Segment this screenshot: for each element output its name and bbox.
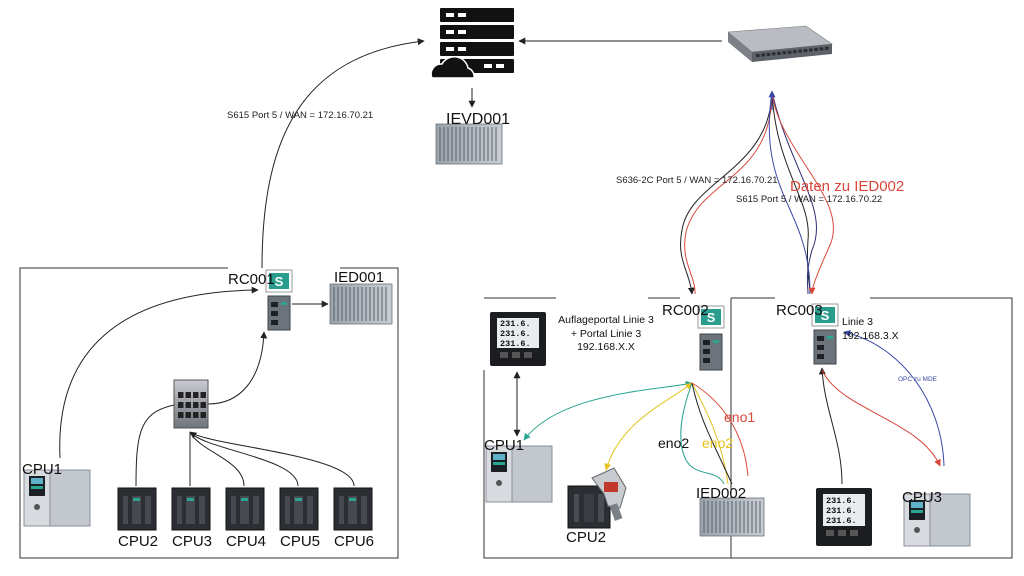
ied002-label: IED002 bbox=[696, 485, 747, 502]
link-cpu5-sw bbox=[189, 431, 299, 487]
power-meter-icon[interactable] bbox=[816, 488, 872, 546]
wan-label-mid: S636-2C Port 5 / WAN = 172.16.70.21 bbox=[616, 175, 778, 186]
link-wan-rc002-red bbox=[684, 91, 773, 295]
rc002-label: RC002 bbox=[662, 302, 709, 319]
plc-icon[interactable] bbox=[23, 469, 91, 527]
plc-icon[interactable] bbox=[485, 445, 553, 503]
cpu1-left-label: CPU1 bbox=[22, 461, 63, 478]
link-cpu1-rc001 bbox=[59, 286, 259, 459]
link-wan-rc003-red bbox=[771, 91, 834, 295]
meter1-row-3: 231.6. bbox=[500, 338, 531, 349]
link-wan-rc003-navy bbox=[771, 91, 817, 295]
link-sw-rc001 bbox=[207, 331, 268, 405]
link-wan-rc003-black bbox=[771, 91, 811, 295]
io-module-icon[interactable] bbox=[279, 487, 319, 531]
link-rc002-cpu2-yellow bbox=[604, 382, 693, 471]
wan-label-right: S615 Port 5 / WAN = 172.16.70.22 bbox=[736, 194, 883, 205]
ievd001-label: IEVD001 bbox=[446, 111, 511, 128]
svg-text:S: S bbox=[707, 310, 716, 325]
io-module-icon[interactable] bbox=[171, 487, 211, 531]
linie-name: Linie 3 bbox=[842, 316, 873, 328]
io-module-icon[interactable] bbox=[333, 487, 373, 531]
industrial-pc-icon[interactable] bbox=[699, 497, 765, 537]
left-zone-frame bbox=[19, 267, 399, 559]
wan-label-left: S615 Port 5 / WAN = 172.16.70.21 bbox=[227, 110, 374, 121]
link-rc003-cpu3-red bbox=[821, 369, 941, 467]
io-module-icon[interactable] bbox=[225, 487, 265, 531]
eno2-black-label: eno2 bbox=[658, 435, 690, 451]
linie-info: Linie 3 192.168.3.X bbox=[842, 316, 906, 343]
scalance-router-icon[interactable]: S bbox=[697, 305, 725, 371]
meter1-row-2: 231.6. bbox=[500, 328, 531, 339]
scalance-router-icon[interactable]: S bbox=[811, 303, 839, 365]
svg-text:S: S bbox=[275, 274, 284, 289]
scalance-router-icon[interactable]: S bbox=[265, 269, 293, 331]
meter2-row-2: 231.6. bbox=[826, 505, 857, 516]
portal-line-2: + Portal Linie 3 bbox=[570, 327, 642, 340]
opc-label: OPC zu MDE bbox=[898, 376, 938, 383]
link-rc002-ied002-yellow bbox=[691, 382, 729, 485]
cpu3-right-label: CPU3 bbox=[902, 489, 943, 506]
io-module-icon[interactable] bbox=[117, 487, 157, 531]
link-wan-rc002-black bbox=[680, 91, 773, 295]
meter1-display: 231.6. 231.6. 231.6. bbox=[500, 319, 531, 349]
cpu2-left-label: CPU2 bbox=[118, 533, 159, 550]
industrial-pc-icon[interactable] bbox=[435, 123, 503, 165]
meter2-display: 231.6. 231.6. 231.6. bbox=[826, 496, 857, 526]
link-cpu2-sw bbox=[135, 401, 181, 487]
cpu2-right-label: CPU2 bbox=[566, 529, 607, 546]
linie-ip: 192.168.3.X bbox=[842, 329, 899, 342]
rack-switch-icon[interactable] bbox=[727, 25, 833, 62]
cpu5-left-label: CPU5 bbox=[280, 533, 321, 550]
power-meter-icon[interactable] bbox=[490, 312, 546, 366]
link-meter2-rc003 bbox=[818, 367, 843, 485]
barcode-scanner-icon[interactable] bbox=[591, 467, 627, 521]
rc001-label: RC001 bbox=[228, 271, 275, 288]
meter1-row-1: 231.6. bbox=[500, 319, 531, 329]
plc-icon[interactable] bbox=[903, 493, 971, 547]
meter2-row-1: 231.6. bbox=[826, 496, 857, 506]
cpu6-left-label: CPU6 bbox=[334, 533, 375, 550]
eno1-label: eno1 bbox=[724, 409, 756, 425]
cpu3-left-label: CPU3 bbox=[172, 533, 213, 550]
link-rc002-ied002-red bbox=[691, 382, 749, 477]
cpu1-right-label: CPU1 bbox=[484, 437, 525, 454]
server-cloud-icon[interactable] bbox=[430, 8, 514, 79]
link-rc002-ied002-teal bbox=[680, 382, 725, 485]
portal-info: Auflageportal Linie 3 + Portal Linie 3 1… bbox=[552, 314, 660, 355]
link-wan-rc003-blue bbox=[768, 91, 811, 295]
industrial-pc-icon[interactable] bbox=[329, 283, 393, 325]
eno2-yellow-label: eno2 bbox=[702, 435, 734, 451]
meter2-row-3: 231.6. bbox=[826, 515, 857, 526]
link-rc003-cpu3-blue bbox=[843, 330, 945, 467]
ied001-label: IED001 bbox=[334, 269, 385, 286]
link-rc002-ied002-black bbox=[691, 382, 733, 485]
portal-line-1: Auflageportal Linie 3 bbox=[558, 314, 654, 326]
cpu4-left-label: CPU4 bbox=[226, 533, 267, 550]
connections bbox=[59, 37, 945, 487]
daten-label: Daten zu IED002 bbox=[790, 178, 905, 195]
svg-text:S: S bbox=[821, 308, 830, 323]
link-cpu6-sw bbox=[189, 431, 355, 487]
rc003-label: RC003 bbox=[776, 302, 823, 319]
link-rc002-cpu1-teal bbox=[523, 380, 693, 441]
link-rc001-server bbox=[261, 38, 425, 269]
managed-switch-icon[interactable] bbox=[173, 379, 209, 429]
portal-ip: 192.168.X.X bbox=[577, 341, 635, 354]
